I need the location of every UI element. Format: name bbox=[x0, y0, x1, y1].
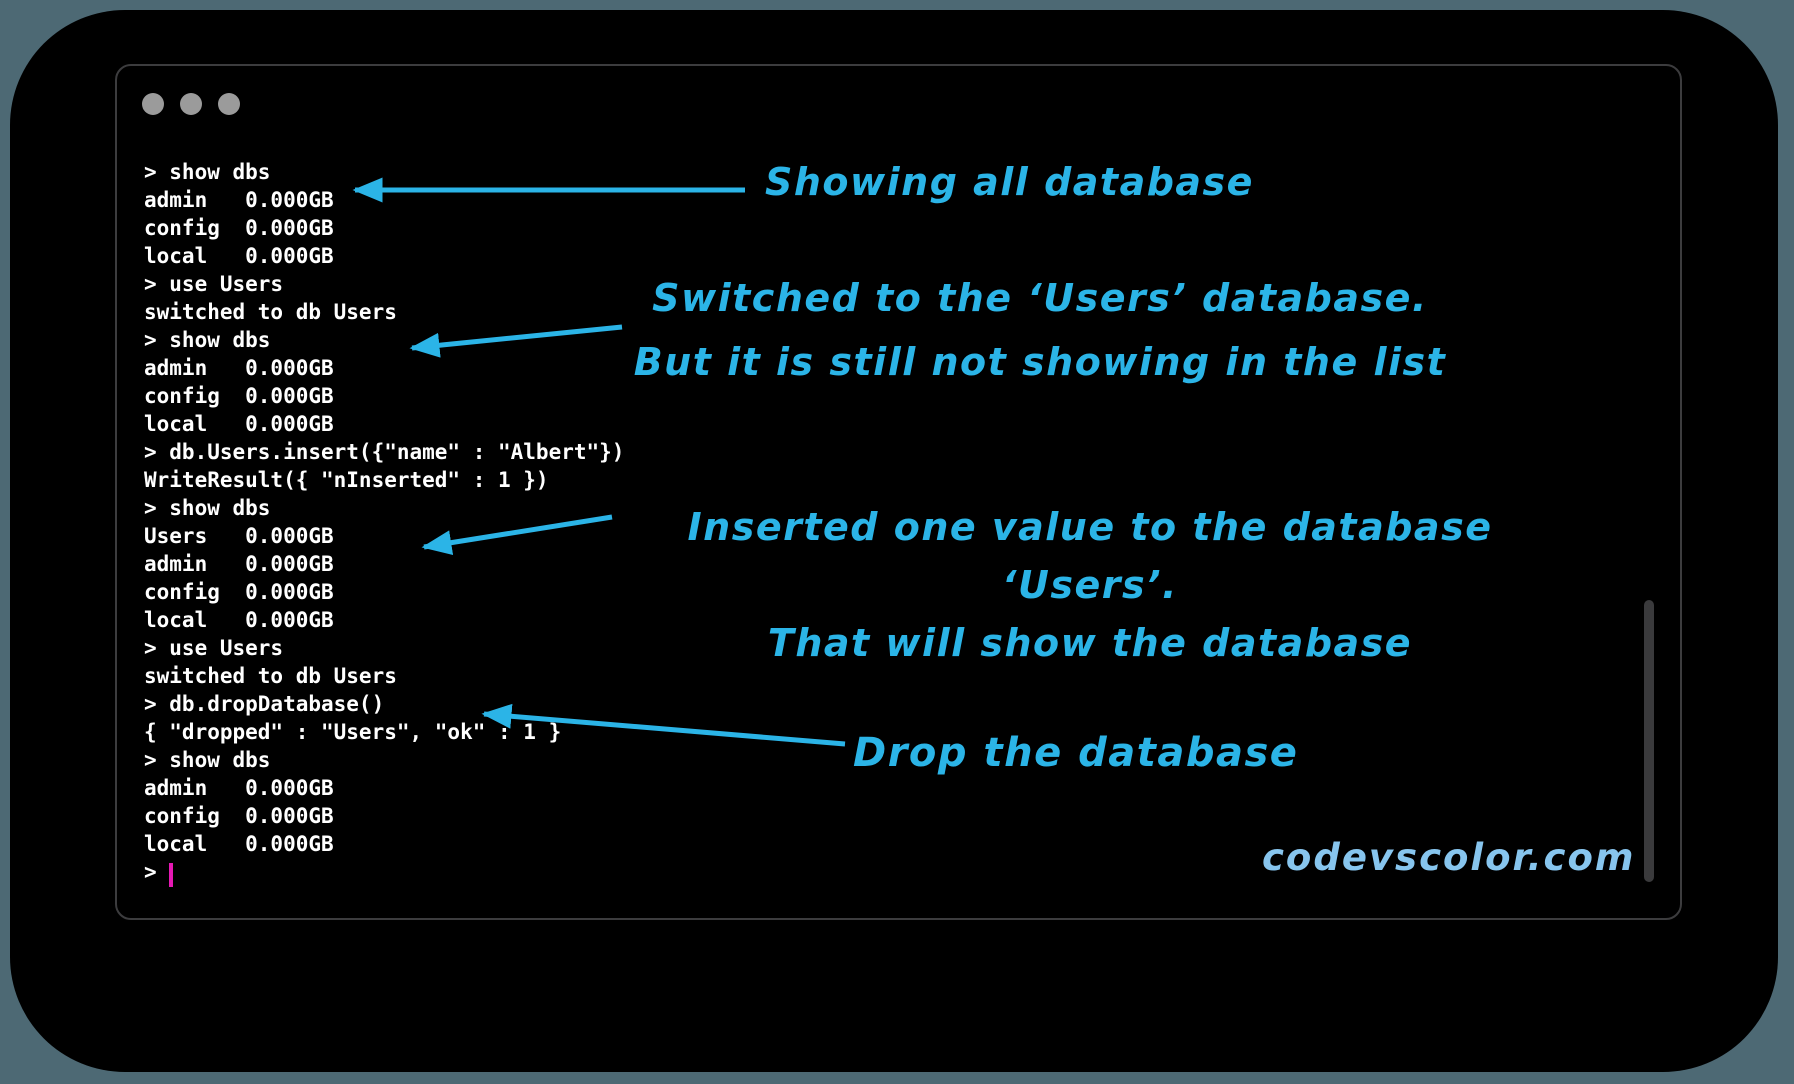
annotation-text: Inserted one value to the database ‘User… bbox=[687, 505, 1493, 607]
terminal-line: > show dbs bbox=[144, 748, 271, 772]
terminal-line: admin 0.000GB bbox=[144, 776, 334, 800]
terminal-line: admin 0.000GB bbox=[144, 356, 334, 380]
terminal-prompt-line[interactable]: > bbox=[144, 858, 1644, 887]
terminal-line: > use Users bbox=[144, 636, 284, 660]
annotation-text: But it is still not showing in the list bbox=[633, 340, 1447, 384]
terminal-line: local 0.000GB bbox=[144, 832, 334, 856]
terminal-line: config 0.000GB bbox=[144, 384, 334, 408]
close-button[interactable] bbox=[142, 93, 164, 115]
terminal-line: admin 0.000GB bbox=[144, 552, 334, 576]
annotation-text: Showing all database bbox=[765, 160, 1254, 204]
terminal-line: > show dbs bbox=[144, 160, 271, 184]
terminal-line: > db.Users.insert({"name" : "Albert"}) bbox=[144, 440, 625, 464]
prompt: > bbox=[144, 860, 170, 884]
terminal-line: local 0.000GB bbox=[144, 608, 334, 632]
annotation-inserted-value: Inserted one value to the database ‘User… bbox=[640, 498, 1540, 672]
terminal-line: local 0.000GB bbox=[144, 244, 334, 268]
text-cursor bbox=[169, 863, 174, 887]
annotation-showing-all-database: Showing all database bbox=[765, 160, 1254, 204]
terminal-line: admin 0.000GB bbox=[144, 188, 334, 212]
window-titlebar bbox=[142, 93, 240, 115]
terminal-line: switched to db Users bbox=[144, 300, 397, 324]
watermark-codevscolor: codevscolor.com bbox=[1262, 836, 1636, 879]
annotation-text: That will show the database bbox=[767, 621, 1413, 665]
terminal-line: WriteResult({ "nInserted" : 1 }) bbox=[144, 468, 549, 492]
annotation-text: Switched to the ‘Users’ database. bbox=[652, 276, 1428, 320]
annotation-switched-database: Switched to the ‘Users’ database. But it… bbox=[600, 266, 1480, 394]
terminal-line: > use Users bbox=[144, 272, 284, 296]
terminal-line: > show dbs bbox=[144, 328, 271, 352]
terminal-line: switched to db Users bbox=[144, 664, 397, 688]
terminal-line: config 0.000GB bbox=[144, 216, 334, 240]
scrollbar-thumb[interactable] bbox=[1644, 600, 1654, 882]
zoom-button[interactable] bbox=[218, 93, 240, 115]
terminal-line: config 0.000GB bbox=[144, 804, 334, 828]
terminal-line: > show dbs bbox=[144, 496, 271, 520]
terminal-line: config 0.000GB bbox=[144, 580, 334, 604]
terminal-line: local 0.000GB bbox=[144, 412, 334, 436]
terminal-line: > db.dropDatabase() bbox=[144, 692, 385, 716]
annotation-drop-database: Drop the database bbox=[853, 730, 1298, 776]
annotation-text: Drop the database bbox=[853, 730, 1299, 776]
terminal-line: Users 0.000GB bbox=[144, 524, 334, 548]
minimize-button[interactable] bbox=[180, 93, 202, 115]
